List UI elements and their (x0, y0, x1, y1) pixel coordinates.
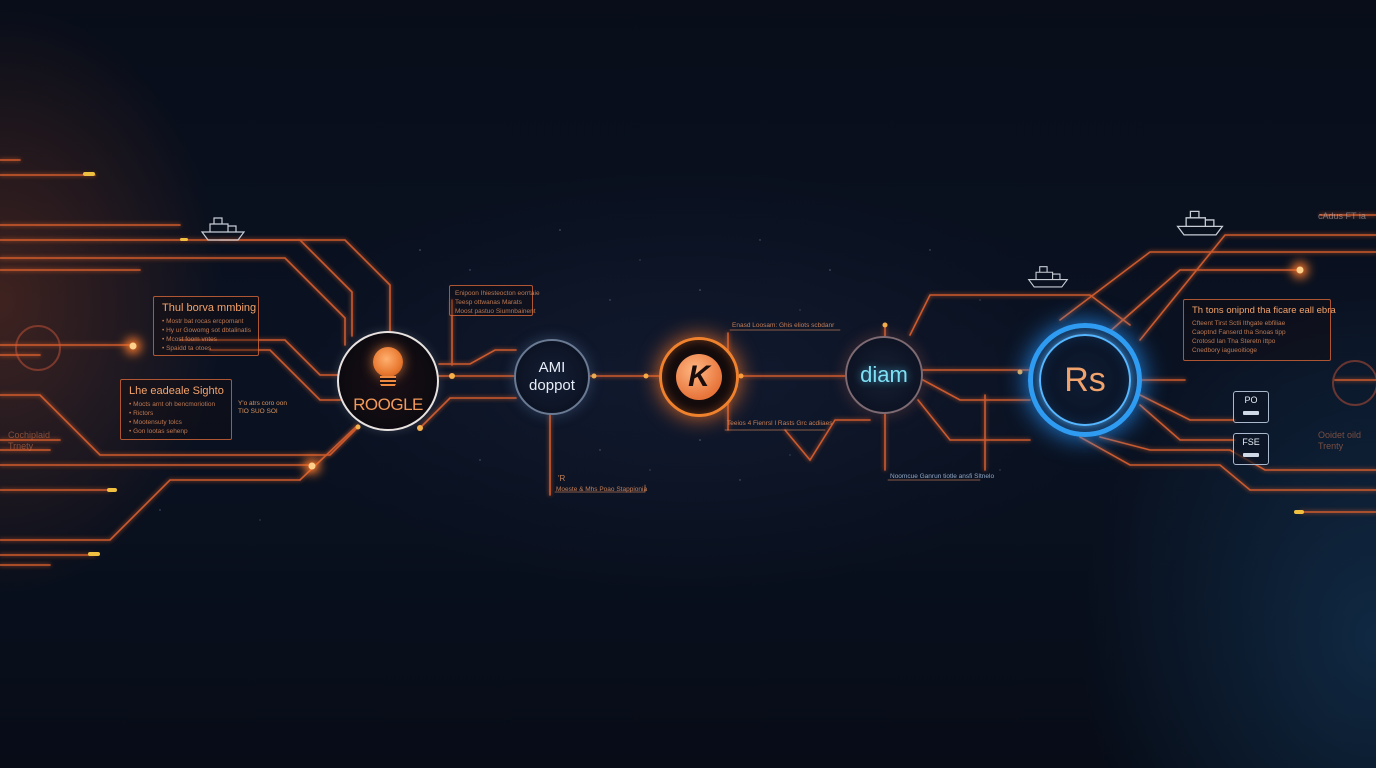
corner-text: cAdus FT ia (1318, 211, 1366, 221)
ghost-label-left: Cochiplaid Trnety (8, 430, 51, 451)
right-panel: Th tons onipnd tha ficare eall ebra Cfte… (1183, 299, 1336, 361)
badge-label: PO (1244, 395, 1258, 405)
left-tag: Y'o atrs coro oon TIO SUO SOI (238, 400, 287, 415)
panel-line: Cfteent Tirst Sctli Ithgate ebfiliae (1192, 320, 1286, 327)
diam-label: diam (860, 362, 908, 387)
left-panel-bottom: Lhe eadeale Sighto • Mocts arnt oh bencm… (120, 379, 232, 440)
bottom-right-label: Noomcue Ganrun tiotle ansfi Sltnelo (890, 473, 995, 480)
amt-label-line2: doppot (529, 377, 575, 394)
panel-line: • Spaidd ta otoes (162, 345, 212, 352)
bottom-left-label: Moeste & Mhs Poao Stappionia (556, 486, 648, 493)
panel-line: • Mcost foom vntes (162, 336, 218, 343)
ship-icon (1027, 266, 1069, 288)
badge-label: FSE (1242, 437, 1260, 447)
panel-line: Caoptnd Fanserd tha Snoas tipp (1192, 329, 1286, 336)
amt-node[interactable]: AMI doppot (514, 339, 590, 415)
roogle-label: ROOGLE (353, 395, 423, 414)
rs-node[interactable]: Rs (1028, 323, 1142, 437)
diam-node[interactable]: diam (845, 336, 923, 414)
lightbulb-icon (368, 347, 408, 391)
mid-bottom-label: Teeios 4 Fienrsl I Rasts Grc acdiiaes (727, 420, 833, 427)
panel-line: • Rictors (129, 410, 154, 417)
roogle-node[interactable]: ROOGLE (337, 331, 439, 431)
ship-icon (1176, 210, 1224, 236)
panel-title: Thul borva mmbing (162, 302, 257, 314)
panel-title: Lhe eadeale Sighto (129, 385, 224, 397)
rs-label: Rs (1064, 360, 1106, 399)
panel-title: Th tons onipnd tha ficare eall ebra (1192, 305, 1336, 316)
ship-icon (200, 217, 246, 241)
badge-po[interactable]: PO (1233, 391, 1269, 423)
panel-line: • Hy ur Gowomg sot dbtalinatis (162, 327, 251, 334)
ghost-label-right: Ooidet oild Trenty (1318, 430, 1362, 451)
panel-line: Cnedbory iagueoitioge (1192, 347, 1258, 354)
panel-line: • Mootensuty tolcs (129, 419, 182, 426)
panel-line: • Mocts arnt oh bencmoriotion (129, 401, 216, 408)
badge-fse[interactable]: FSE (1233, 433, 1269, 465)
mid-top-label: Enasd Loosam: Ghis eliots scbdanr (732, 322, 835, 329)
panel-line: • Mostr bat rocas ercpomant (162, 318, 244, 325)
info-box-text: Enipoon Ihiesteocton eorrtaie Teesp ottw… (455, 290, 540, 315)
info-box-top: Enipoon Ihiesteocton eorrtaie Teesp ottw… (449, 285, 540, 316)
under-amt-label: 'R (558, 474, 566, 483)
left-panel-top: Thul borva mmbing • Mostr bat rocas ercp… (153, 296, 259, 356)
panel-line: Crotosd Ian Tha Steretn ittpo (1192, 338, 1276, 345)
k-node[interactable]: K (659, 337, 739, 417)
panel-line: • Gon lootas sehenp (129, 428, 188, 435)
amt-label-line1: AMI (538, 359, 566, 376)
k-logo-icon: K (676, 354, 722, 400)
